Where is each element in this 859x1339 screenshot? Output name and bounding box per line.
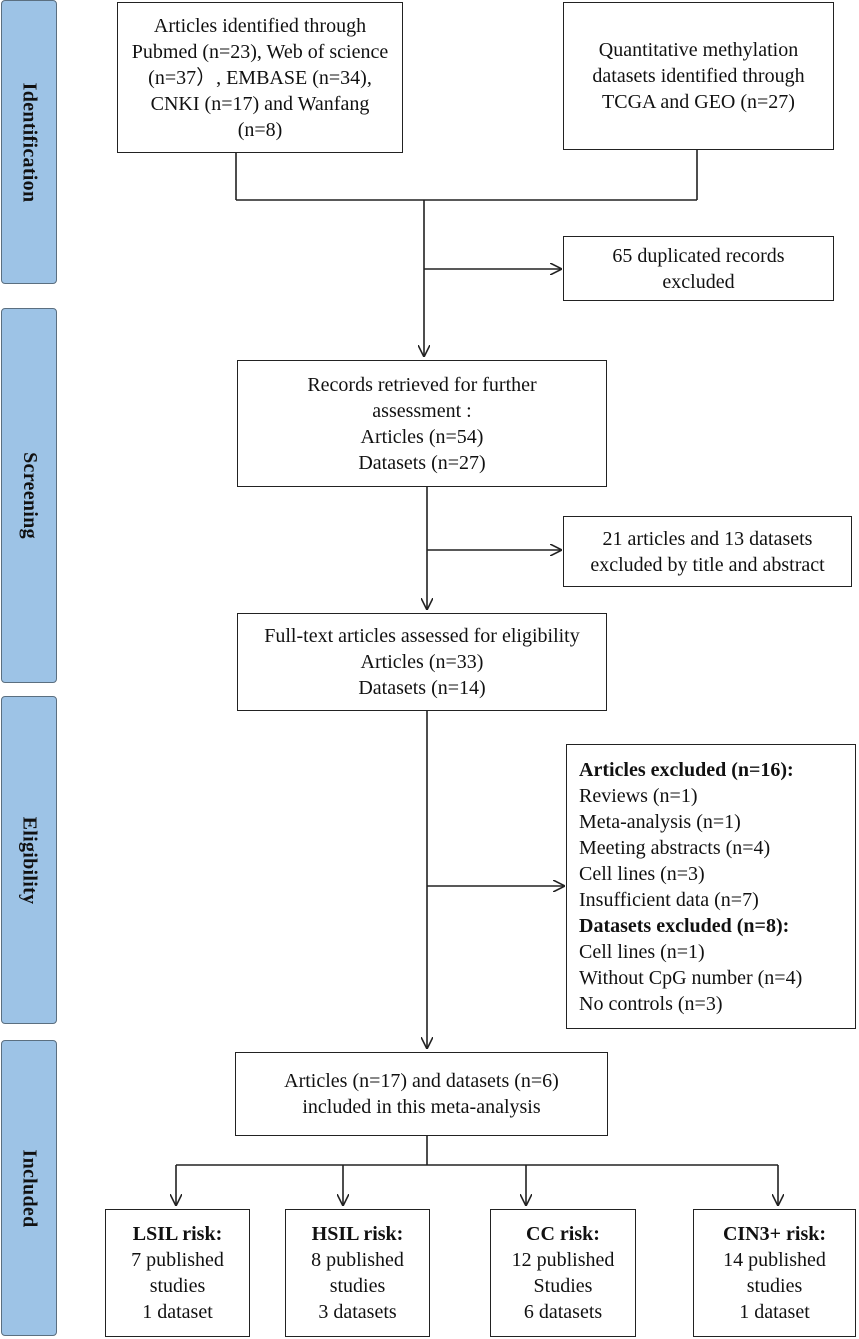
included-meta-box: Articles (n=17) and datasets (n=6) inclu… [235,1052,608,1136]
box-line: Articles (n=33) [360,651,484,673]
outcome-line: Studies [533,1275,593,1297]
datasets-identified-box: Quantitative methylation datasets identi… [563,2,834,150]
outcome-title: LSIL risk: [132,1223,223,1245]
box-line: Pubmed (n=23), Web of science [131,40,389,63]
datasets-excluded-header: Datasets excluded (n=8): [579,914,790,937]
outcome-line: 1 dataset [142,1301,213,1323]
box-line: TCGA and GEO (n=27) [602,91,795,113]
outcome-line: 8 published [311,1249,404,1271]
records-retrieved-box: Records retrieved for further assessment… [237,360,607,487]
box-line: Datasets (n=27) [358,451,486,474]
outcome-box-cin3: CIN3+ risk: 14 published studies 1 datas… [693,1209,856,1337]
box-line: assessment : [372,399,472,422]
outcome-line: 3 datasets [318,1301,397,1323]
box-line: Quantitative methylation [598,39,799,61]
stage-included: Included [1,1040,57,1336]
duplicates-excluded-box: 65 duplicated records excluded [563,236,834,301]
box-line: (n=8) [237,118,283,141]
box-line: datasets identified through [592,65,805,87]
outcome-box-cc: CC risk: 12 published Studies 6 datasets [490,1209,636,1337]
outcome-line: studies [329,1275,386,1297]
articles-identified-box: Articles identified through Pubmed (n=23… [117,2,403,153]
box-line: CNKI (n=17) and Wanfang [150,92,370,115]
stage-eligibility: Eligibility [1,696,57,1024]
title-abstract-excluded-box: 21 articles and 13 datasets excluded by … [563,516,852,587]
outcome-line: 1 dataset [739,1301,810,1323]
outcome-line: 12 published [511,1249,615,1271]
box-line: 21 articles and 13 datasets [602,527,813,550]
box-line: Records retrieved for further [307,373,537,396]
exclusion-reason: Reviews (n=1) [579,784,698,807]
box-line: Full-text articles assessed for eligibil… [264,625,580,647]
exclusion-reason: Without CpG number (n=4) [579,966,803,989]
articles-excluded-header: Articles excluded (n=16): [579,758,794,781]
box-line: included in this meta-analysis [302,1096,541,1118]
box-line: excluded [662,270,735,293]
outcome-line: studies [746,1275,803,1297]
stage-identification: Identification [1,0,57,284]
outcome-line: 7 published [131,1249,224,1271]
outcome-title: CC risk: [526,1223,600,1245]
box-line: excluded by title and abstract [590,553,825,576]
stage-screening: Screening [1,308,57,683]
outcome-line: 14 published [723,1249,826,1271]
excluded-details-box: Articles excluded (n=16): Reviews (n=1) … [566,744,856,1029]
box-line: Articles (n=54) [360,425,484,448]
box-line: Articles identified through [153,14,367,37]
exclusion-reason: Cell lines (n=3) [579,862,705,885]
outcome-title: CIN3+ risk: [722,1223,827,1245]
fulltext-assessed-box: Full-text articles assessed for eligibil… [237,613,607,711]
box-line: 65 duplicated records [612,244,785,267]
outcome-box-hsil: HSIL risk: 8 published studies 3 dataset… [285,1209,430,1337]
exclusion-reason: No controls (n=3) [579,992,723,1015]
outcome-title: HSIL risk: [311,1223,404,1245]
box-line: (n=37）, EMBASE (n=34), [148,66,372,89]
exclusion-reason: Cell lines (n=1) [579,940,705,963]
outcome-line: 6 datasets [523,1301,603,1323]
exclusion-reason: Meta-analysis (n=1) [579,810,741,833]
exclusion-reason: Insufficient data (n=7) [579,888,759,911]
box-line: Datasets (n=14) [358,677,486,699]
exclusion-reason: Meeting abstracts (n=4) [579,836,771,859]
outcome-line: studies [149,1275,206,1297]
box-line: Articles (n=17) and datasets (n=6) [284,1070,559,1092]
outcome-box-lsil: LSIL risk: 7 published studies 1 dataset [105,1209,250,1337]
